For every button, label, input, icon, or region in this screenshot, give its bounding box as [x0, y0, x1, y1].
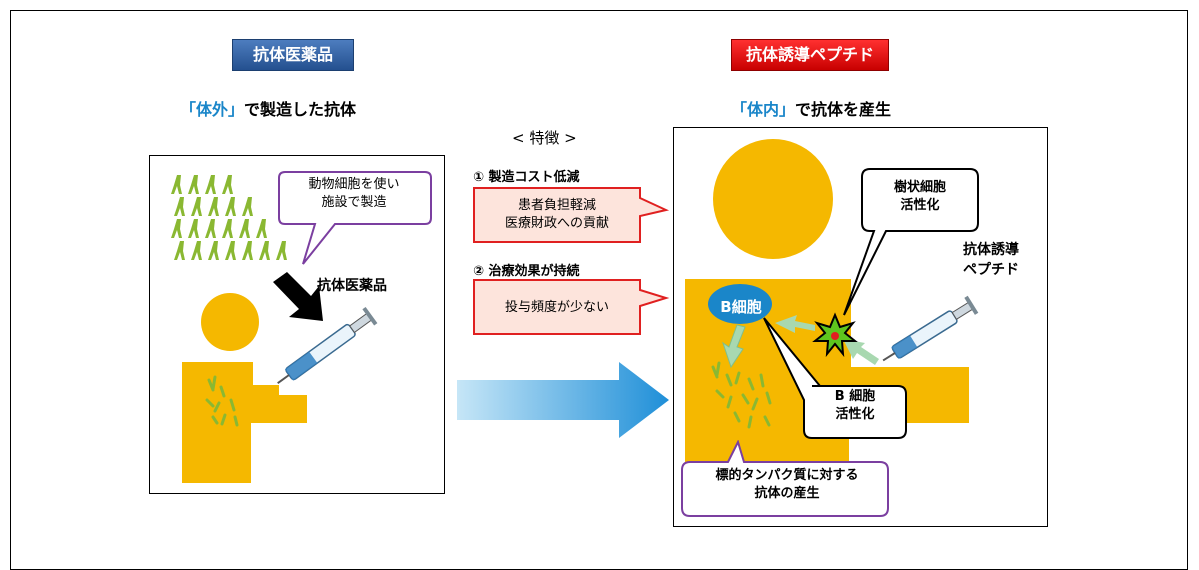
antibody-icon	[222, 175, 233, 194]
antibody-icon	[174, 241, 185, 260]
antibody-icon	[276, 241, 287, 260]
antibody-icon	[205, 219, 216, 238]
right-subtitle-open: 「	[731, 100, 748, 119]
dendritic-callout-bubble	[843, 168, 979, 316]
b-cell-callout-text: B 細胞 活性化	[804, 388, 906, 424]
antibody-icon	[205, 175, 216, 194]
left-subtitle-rest: で製造した抗体	[244, 100, 357, 119]
dendritic-cell-icon	[812, 312, 858, 358]
left-illustration	[171, 175, 378, 483]
syringe-icon	[277, 306, 378, 385]
feature1-line2: 医療財政への貢献	[504, 216, 609, 231]
peptide-line2: ペプチド	[963, 262, 1019, 278]
right-title-box: 抗体誘導ペプチド	[731, 39, 889, 71]
dendritic-to-bcell-arrow-icon	[775, 315, 815, 333]
antibody-icon	[208, 197, 219, 216]
b-cell-callout-bubble	[763, 317, 907, 439]
antibody-icon	[242, 241, 253, 260]
left-subtitle-open: 「	[180, 100, 197, 119]
peptide-label: 抗体誘導 ペプチド	[963, 240, 1019, 280]
feature2-text: 投与頻度が少ない	[474, 299, 640, 317]
antibody-icon	[174, 197, 185, 216]
left-callout-line1: 動物細胞を使い	[308, 177, 400, 192]
dendritic-line1: 樹状細胞	[893, 180, 946, 195]
antibody-icon	[171, 175, 182, 194]
feature1-line1: 患者負担軽減	[517, 198, 596, 213]
antibody-icon	[208, 241, 219, 260]
produced-antibodies-icon	[711, 361, 772, 429]
antibody-line2: 抗体の産生	[754, 486, 820, 501]
antibody-icon	[188, 175, 199, 194]
antibody-callout-text: 標的タンパク質に対する 抗体の産生	[684, 467, 890, 503]
antibody-icon	[191, 197, 202, 216]
antibody-icon	[188, 219, 199, 238]
antibody-icon	[242, 197, 253, 216]
features-heading: < 特徴 >	[512, 129, 577, 147]
left-callout-text: 動物細胞を使い 施設で製造	[281, 176, 427, 212]
right-subtitle-key: 体内	[747, 100, 780, 119]
left-subtitle: 「体外」で製造した抗体	[180, 96, 356, 120]
left-callout-line2: 施設で製造	[321, 195, 387, 210]
b-cell-icon	[708, 284, 772, 324]
feature2-box	[473, 279, 670, 335]
dendritic-line2: 活性化	[900, 198, 940, 213]
feature2-line1: 投与頻度が少ない	[504, 300, 609, 315]
transition-arrow-icon	[457, 362, 669, 438]
antibody-icon	[171, 219, 182, 238]
antibody-icon	[256, 219, 267, 238]
feature1-box	[473, 187, 670, 243]
dendritic-callout-text: 樹状細胞 活性化	[862, 179, 978, 215]
antibody-icon	[225, 241, 236, 260]
b-cell-label: B細胞	[720, 298, 762, 316]
right-subtitle: 「体内」で抗体を産生	[731, 96, 891, 120]
antibody-body-icon	[205, 375, 239, 427]
antibody-grid	[171, 175, 287, 260]
right-subtitle-rest: で抗体を産生	[795, 100, 892, 119]
antibody-callout-bubble	[681, 440, 889, 517]
antibody-icon	[239, 219, 250, 238]
antibody-icon	[225, 197, 236, 216]
antibody-icon	[191, 241, 202, 260]
drug-label: 抗体医薬品	[317, 278, 387, 294]
feature2-label: ② 治療効果が持続	[473, 264, 580, 279]
black-arrow-icon	[273, 272, 323, 321]
feature1-label: ① 製造コスト低減	[473, 170, 580, 185]
left-title-box: 抗体医薬品	[232, 39, 354, 71]
left-callout-bubble	[278, 171, 432, 265]
left-subtitle-close: 」	[228, 100, 245, 119]
antibody-icon	[222, 219, 233, 238]
peptide-line1: 抗体誘導	[963, 242, 1019, 258]
b-cell-arrow-icon	[722, 324, 746, 369]
right-syringe-icon	[882, 295, 979, 362]
syringe-to-dendritic-arrow-icon	[843, 339, 879, 365]
feature1-text: 患者負担軽減 医療財政への貢献	[474, 197, 640, 233]
right-subtitle-close: 」	[779, 100, 796, 119]
b-cell-callout-line2: 活性化	[835, 407, 875, 422]
left-subtitle-key: 体外	[196, 100, 229, 119]
antibody-line1: 標的タンパク質に対する	[715, 468, 859, 483]
b-cell-callout-line1: B 細胞	[834, 389, 876, 404]
person-figure-icon	[182, 293, 307, 483]
antibody-icon	[259, 241, 270, 260]
